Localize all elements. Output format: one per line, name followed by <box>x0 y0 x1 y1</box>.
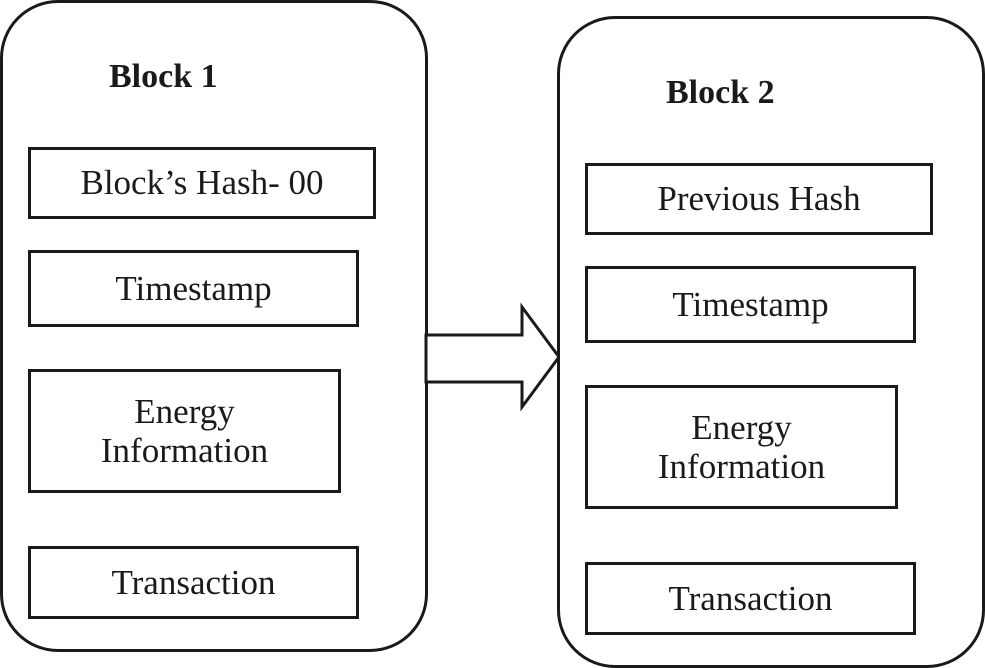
block-1-energy-line-1: Energy <box>134 391 235 431</box>
block-2-transaction-label: Transaction <box>668 578 833 618</box>
block-2-previous-hash-label: Previous Hash <box>657 179 861 219</box>
block-1-timestamp-field: Timestamp <box>28 250 359 327</box>
arrow-shape <box>424 302 561 412</box>
block-1-transaction-label: Transaction <box>111 562 276 602</box>
block-1-transaction-field: Transaction <box>28 546 359 619</box>
right-arrow-icon <box>424 302 561 412</box>
block-2-timestamp-field: Timestamp <box>585 266 916 343</box>
block-1-timestamp-label: Timestamp <box>115 268 272 308</box>
block-2-energy-line-1: Energy <box>691 407 792 447</box>
block-1-hash-field: Block’s Hash- 00 <box>28 147 376 219</box>
block-2-previous-hash-field: Previous Hash <box>585 163 933 235</box>
block-1-title: Block 1 <box>109 58 218 95</box>
block-2-energy-field: Energy Information <box>585 385 898 509</box>
block-2-energy-line-2: Information <box>657 447 826 486</box>
block-2-transaction-field: Transaction <box>585 562 916 635</box>
block-2-timestamp-label: Timestamp <box>672 284 829 324</box>
block-2-title: Block 2 <box>666 74 775 111</box>
block-1-energy-field: Energy Information <box>28 369 341 493</box>
block-1-energy-line-2: Information <box>100 431 269 470</box>
block-1: Block 1 Block’s Hash- 00 Timestamp Energ… <box>0 0 428 652</box>
block-2: Block 2 Previous Hash Timestamp Energy I… <box>557 16 985 668</box>
block-1-hash-label: Block’s Hash- 00 <box>80 163 324 203</box>
